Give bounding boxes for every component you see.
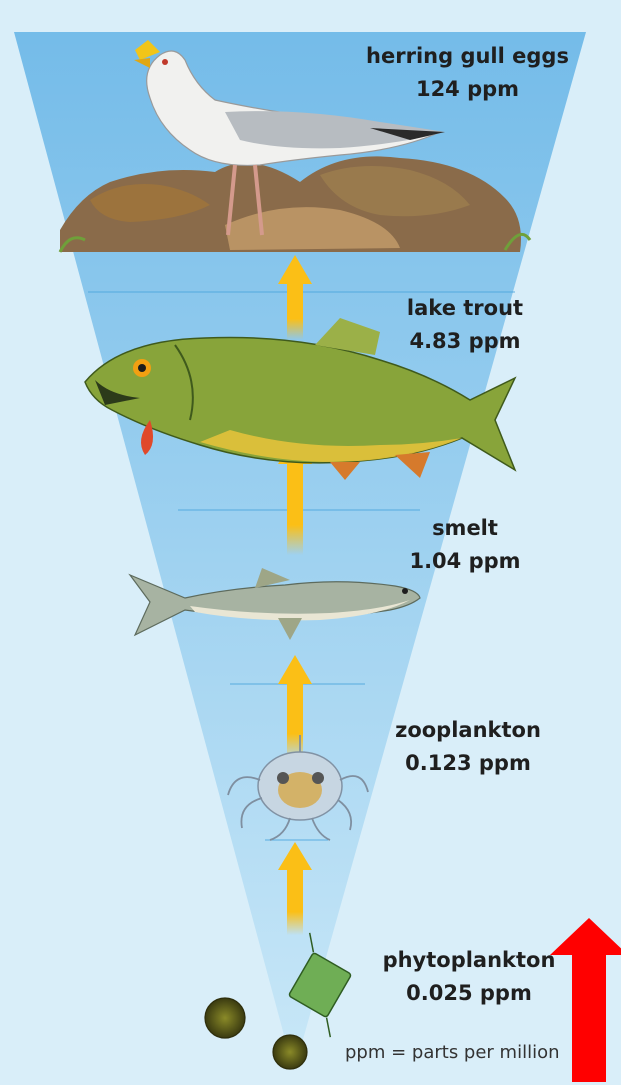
level-label-herring-gull: herring gull eggs 124 ppm bbox=[360, 40, 575, 106]
level-name: phytoplankton bbox=[374, 944, 564, 977]
units-footnote: ppm = parts per million bbox=[345, 1042, 570, 1063]
level-name: lake trout bbox=[380, 292, 550, 325]
level-concentration: 4.83 ppm bbox=[380, 325, 550, 358]
level-label-smelt: smelt 1.04 ppm bbox=[390, 512, 540, 578]
level-label-zooplankton: zooplankton 0.123 ppm bbox=[378, 714, 558, 780]
level-label-lake-trout: lake trout 4.83 ppm bbox=[380, 292, 550, 358]
level-label-phytoplankton: phytoplankton 0.025 ppm bbox=[374, 944, 564, 1010]
level-name: herring gull eggs bbox=[360, 40, 575, 73]
level-concentration: 0.025 ppm bbox=[374, 977, 564, 1010]
level-concentration: 0.123 ppm bbox=[378, 747, 558, 780]
level-name: zooplankton bbox=[378, 714, 558, 747]
level-concentration: 124 ppm bbox=[360, 73, 575, 106]
level-name: smelt bbox=[390, 512, 540, 545]
level-concentration: 1.04 ppm bbox=[390, 545, 540, 578]
